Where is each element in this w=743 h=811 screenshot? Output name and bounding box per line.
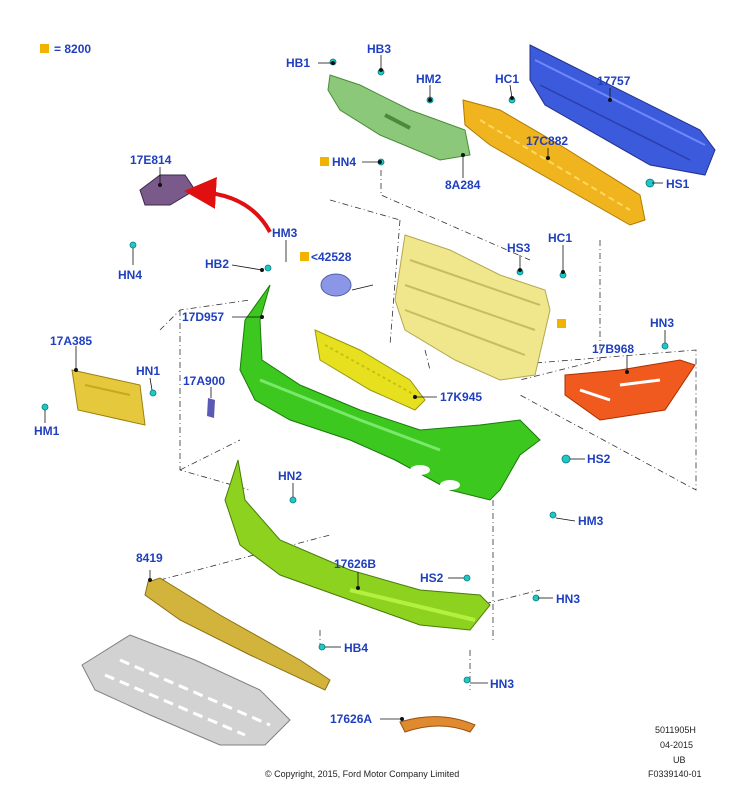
label-hb3: HB3 <box>367 42 392 56</box>
label-hn3-bottom: HN3 <box>556 592 581 606</box>
emblem-42528 <box>320 273 352 297</box>
copyright-text: © Copyright, 2015, Ford Motor Company Li… <box>265 769 460 779</box>
bumper-cover-17D957 <box>239 284 541 501</box>
footer-code: 5011905H <box>655 725 696 735</box>
label-hn3-low: HN3 <box>490 677 515 691</box>
hn4-8200-marker <box>320 157 329 166</box>
molding-17626A <box>399 716 476 733</box>
label-17A900: 17A900 <box>183 374 226 388</box>
bracket-17E814 <box>139 174 196 206</box>
part-17A900 <box>207 398 215 418</box>
leader-dots <box>74 61 629 721</box>
reinforcement-beam-17757 <box>529 44 716 176</box>
label-hc1-mid: HC1 <box>548 231 573 245</box>
label-17C882: 17C882 <box>526 134 569 148</box>
label-hn4-left: HN4 <box>118 268 143 282</box>
label-hb4: HB4 <box>344 641 369 655</box>
upper-bracket-8A284 <box>327 74 471 161</box>
label-8A284: 8A284 <box>445 178 481 192</box>
lower-grille-17K945 <box>314 329 426 411</box>
label-hc1-top: HC1 <box>495 72 520 86</box>
deflector-8419 <box>144 577 331 691</box>
leader-lines <box>44 55 666 720</box>
grille-8200-marker <box>557 319 566 328</box>
label-17A385: 17A385 <box>50 334 93 348</box>
splash-shield <box>81 634 291 746</box>
label-hs1: HS1 <box>666 177 690 191</box>
label-hm3-right: HM3 <box>578 514 604 528</box>
label-hn3-right: HN3 <box>650 316 675 330</box>
side-grille-17B968 <box>564 359 696 421</box>
label-17E814: 17E814 <box>130 153 172 167</box>
label-17626A: 17626A <box>330 712 373 726</box>
label-42528: <42528 <box>311 250 352 264</box>
label-hm1: HM1 <box>34 424 60 438</box>
label-8419: 8419 <box>136 551 163 565</box>
42528-8200-marker <box>300 252 309 261</box>
label-hm2: HM2 <box>416 72 442 86</box>
legend-color-marker <box>40 44 49 53</box>
footer-date: 04-2015 <box>660 740 694 750</box>
figure-id: F0339140-01 <box>648 769 702 779</box>
label-17B968: 17B968 <box>592 342 635 356</box>
label-17D957: 17D957 <box>182 310 225 324</box>
footer-region: UB <box>673 755 686 765</box>
label-hs2-bottom: HS2 <box>420 571 444 585</box>
label-hb2: HB2 <box>205 257 230 271</box>
label-17626B: 17626B <box>334 557 377 571</box>
label-hn4-top: HN4 <box>332 155 357 169</box>
label-hn2: HN2 <box>278 469 303 483</box>
direction-arrow <box>184 176 272 233</box>
grille-8200 <box>394 234 551 381</box>
label-hn1: HN1 <box>136 364 161 378</box>
energy-absorber-17C882 <box>462 99 646 226</box>
legend-text: = 8200 <box>54 42 92 56</box>
label-17757: 17757 <box>597 74 631 88</box>
label-hs3: HS3 <box>507 241 531 255</box>
plate-bracket-17A385 <box>71 369 146 426</box>
label-hb1: HB1 <box>286 56 311 70</box>
lower-cover-17626B <box>224 459 491 631</box>
label-17K945: 17K945 <box>440 390 483 404</box>
label-hm3-top: HM3 <box>272 226 298 240</box>
label-hs2-right: HS2 <box>587 452 611 466</box>
